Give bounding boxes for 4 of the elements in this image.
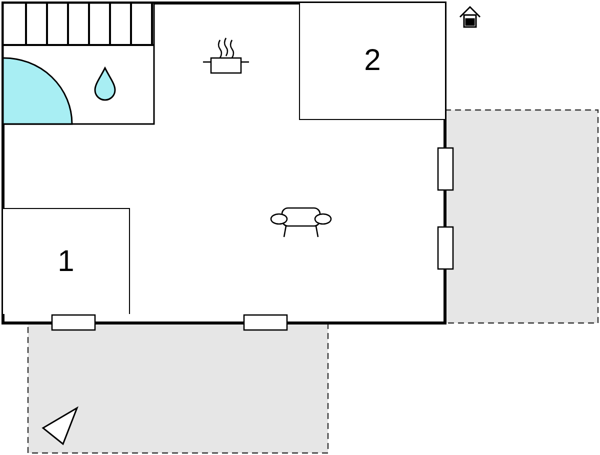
- room: [3, 208, 130, 314]
- room: [299, 3, 445, 120]
- room-number: 1: [58, 244, 74, 278]
- room-number: 2: [364, 44, 381, 78]
